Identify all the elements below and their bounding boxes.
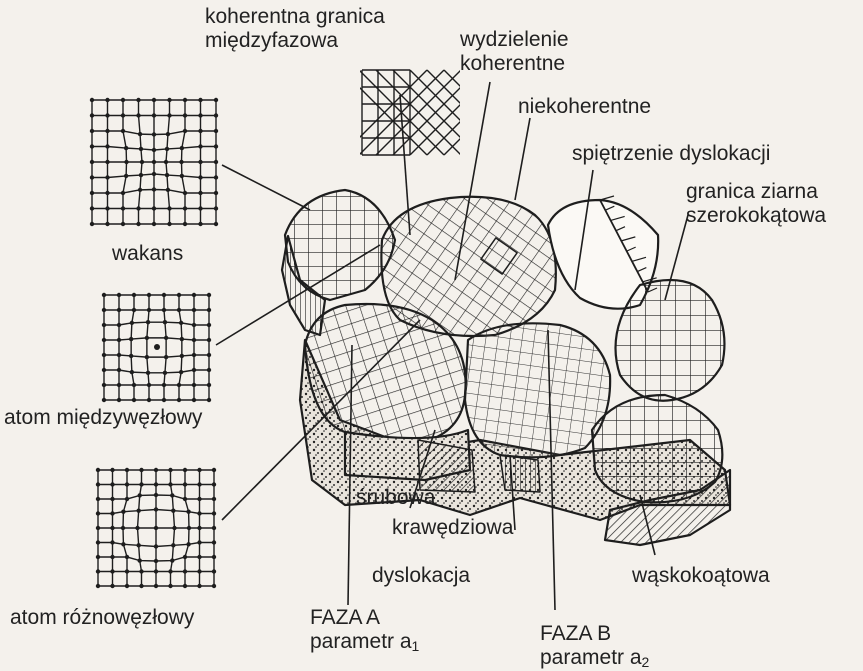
label-dislocation-pileup: spiętrzenie dyslokacji <box>572 142 770 166</box>
label-low-angle: wąskokoątowa <box>632 564 770 588</box>
label-high-angle-boundary: granica ziarna szerokokątowa <box>686 180 826 228</box>
label-phase-b: FAZA B parametr a2 <box>540 622 649 671</box>
label-substitutional: atom różnowęzłowy <box>10 606 194 630</box>
label-screw: śrubowa <box>356 486 435 510</box>
label-coherent-boundary: koherentna granica międzyfazowa <box>205 5 385 53</box>
label-edge: krawędziowa <box>392 516 513 540</box>
label-dislocation: dyslokacja <box>372 564 470 588</box>
label-incoherent: niekoherentne <box>518 95 651 119</box>
label-phase-a: FAZA A parametr a1 <box>310 606 419 658</box>
label-coherent-precipitate: wydzielenie koherentne <box>460 28 569 76</box>
label-vacancy: wakans <box>112 242 183 266</box>
label-interstitial: atom międzywęzłowy <box>4 406 202 430</box>
